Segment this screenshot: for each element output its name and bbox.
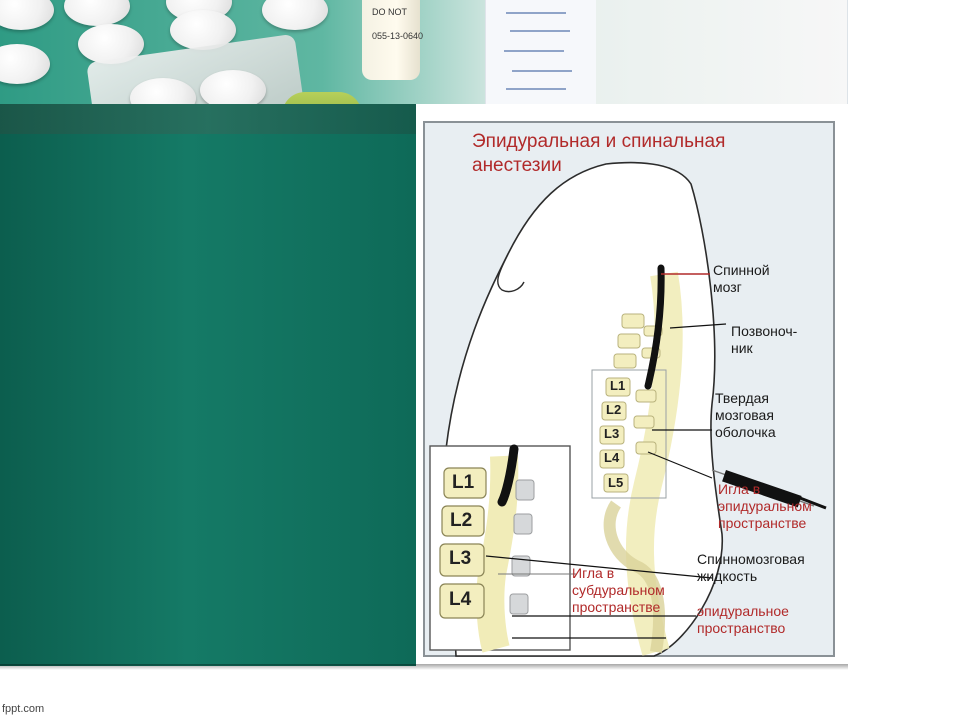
pill-image xyxy=(0,0,54,30)
label-needle-subdural: Игла в субдуральном пространстве xyxy=(572,565,665,615)
medicine-box-image xyxy=(485,0,596,104)
bottle-label-text: DO NOT 055-13-0640 xyxy=(372,7,424,41)
label-csf: Спинномозговая жидкость xyxy=(697,551,805,584)
diagram-title: Эпидуральная и спинальная анестезии xyxy=(472,131,726,176)
label-dura: Твердая мозговая оболочка xyxy=(715,390,776,440)
inset-vertebra-label: L4 xyxy=(449,589,472,610)
vertebra-label: L5 xyxy=(608,475,624,490)
inset-vertebra-label: L1 xyxy=(452,472,475,493)
label-spinal-cord: Спинной мозг xyxy=(713,262,770,295)
bottle-image xyxy=(362,0,420,80)
divider xyxy=(847,0,848,104)
pill-image xyxy=(64,0,130,26)
inset-vertebra-label: L3 xyxy=(449,548,472,569)
label-spine: Позвоноч- ник xyxy=(731,323,798,356)
label-needle-epidural: Игла в эпидуральном пространстве xyxy=(718,481,812,531)
vertebra-label: L4 xyxy=(604,450,620,465)
anesthesia-diagram: L1 L2 L3 L4 L5 L1 L2 L3 L4 xyxy=(416,104,848,666)
vertebra-label: L2 xyxy=(606,402,622,417)
green-panel-top-strip xyxy=(0,104,416,134)
vertebra-label: L3 xyxy=(604,426,620,441)
label-epidural-space: эпидуральное пространство xyxy=(697,603,789,636)
panel-shadow xyxy=(0,664,848,670)
green-side-panel xyxy=(0,104,416,666)
anatomy-drawing xyxy=(423,121,835,657)
pill-image xyxy=(262,0,328,30)
pill-image xyxy=(0,44,50,84)
pill-image xyxy=(200,70,266,110)
inset-vertebra-label: L2 xyxy=(450,510,473,531)
vertebra-label: L1 xyxy=(610,378,626,393)
footer-credit: fppt.com xyxy=(2,703,45,715)
